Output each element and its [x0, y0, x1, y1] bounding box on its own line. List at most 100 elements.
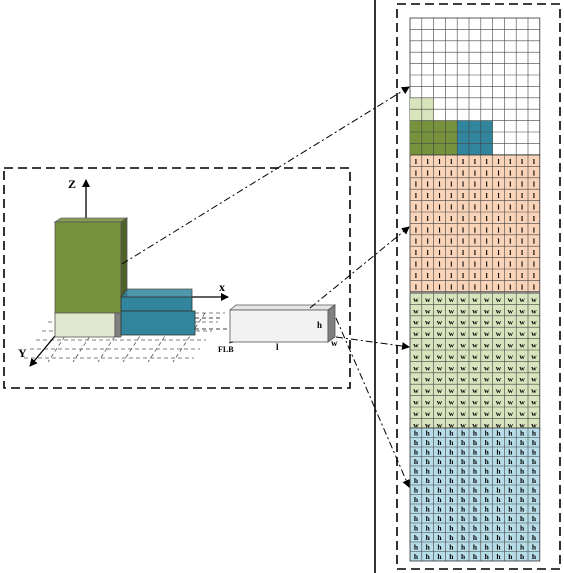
- grid-cell-label: w: [531, 329, 537, 338]
- grid-cell-label: l: [497, 168, 499, 177]
- grid-cell-label: h: [532, 514, 537, 523]
- grid-cell-label: h: [449, 533, 454, 542]
- grid-cell-label: w: [496, 340, 502, 349]
- grid-cell-label: w: [484, 306, 490, 315]
- grid-cell-label: l: [521, 180, 523, 189]
- grid-cell-label: l: [450, 259, 452, 268]
- grid-cell-label: h: [437, 485, 442, 494]
- grid-cell-label: h: [473, 495, 478, 504]
- grid-cell-label: l: [462, 214, 464, 223]
- grid-cell-label: l: [533, 180, 535, 189]
- grid-cell-label: w: [519, 386, 525, 395]
- grid-cell-label: h: [520, 476, 525, 485]
- box-width-label: w: [331, 338, 338, 348]
- grid-cell-label: w: [508, 318, 514, 327]
- green-tall-box: [53, 217, 129, 314]
- grid-cell-label: h: [414, 428, 419, 437]
- grid-cell-label: l: [486, 259, 488, 268]
- grid-cell-label: h: [461, 514, 466, 523]
- grid-cell-label: h: [485, 447, 490, 456]
- grid-cell-label: l: [438, 202, 440, 211]
- grid-cell-label: w: [496, 306, 502, 315]
- grid-cell-label: w: [413, 386, 419, 395]
- grid-cell-label: w: [460, 375, 466, 384]
- grid-cell-label: l: [415, 225, 417, 234]
- grid-cell-label: l: [450, 271, 452, 280]
- grid-cell-label: l: [438, 214, 440, 223]
- grid-cell-label: h: [449, 495, 454, 504]
- grid-cell-label: l: [450, 225, 452, 234]
- grid-cell-label: w: [519, 397, 525, 406]
- grid-cell-label: l: [533, 168, 535, 177]
- grid-cell-label: h: [437, 523, 442, 532]
- grid-cell-label: h: [414, 457, 419, 466]
- grid-cell-label: l: [486, 168, 488, 177]
- grid-cell-label: l: [450, 214, 452, 223]
- grid-cell-label: l: [462, 202, 464, 211]
- grid-cell-label: l: [438, 282, 440, 291]
- grid-cell-label: w: [496, 318, 502, 327]
- grid-cell-label: l: [486, 237, 488, 246]
- grid-cell-label: w: [425, 375, 431, 384]
- grid-cell-label: h: [426, 438, 431, 447]
- grid-cell-label: l: [533, 271, 535, 280]
- grid-cell-label: w: [496, 363, 502, 372]
- grid-cell-label: w: [496, 329, 502, 338]
- grid-cell-label: w: [425, 397, 431, 406]
- grid-cell-label: w: [425, 409, 431, 418]
- grid-cell-label: w: [413, 340, 419, 349]
- grid-cell-label: l: [462, 157, 464, 166]
- grid-cell-label: h: [414, 514, 419, 523]
- grid-cell-label: w: [472, 363, 478, 372]
- grid-cell-label: l: [486, 248, 488, 257]
- grid-cell-label: l: [533, 214, 535, 223]
- grid-cell-label: w: [449, 318, 455, 327]
- grid-cell-label: l: [450, 157, 452, 166]
- grid-cell-label: l: [497, 180, 499, 189]
- grid-cell-label: l: [521, 282, 523, 291]
- grid-cell-label: l: [486, 214, 488, 223]
- grid-cell-label: l: [474, 282, 476, 291]
- grid-cell-label: l: [438, 168, 440, 177]
- grid-cell-label: h: [520, 447, 525, 456]
- grid-cell-label: w: [484, 386, 490, 395]
- grid-cell-label: h: [485, 485, 490, 494]
- grid-cell-label: h: [532, 523, 537, 532]
- grid-cell-label: l: [462, 237, 464, 246]
- grid-cell-label: h: [520, 485, 525, 494]
- grid-cell-label: w: [425, 420, 431, 429]
- grid-cell-label: l: [427, 271, 429, 280]
- grid-cell-label: l: [415, 271, 417, 280]
- grid-cell-label: w: [413, 409, 419, 418]
- grid-cell-label: w: [413, 329, 419, 338]
- grid-cell-label: h: [461, 428, 466, 437]
- grid-cell-label: w: [484, 318, 490, 327]
- grid-cell-label: w: [425, 352, 431, 361]
- grid-cell-label: h: [449, 428, 454, 437]
- grid-cell-label: l: [497, 214, 499, 223]
- grid-cell-label: w: [484, 409, 490, 418]
- grid-cell-label: w: [460, 318, 466, 327]
- grid-cell-label: w: [531, 306, 537, 315]
- grid-cell-label: l: [521, 202, 523, 211]
- grid-cell-label: w: [519, 420, 525, 429]
- grid-cell-label: h: [461, 504, 466, 513]
- grid-cell-label: w: [472, 420, 478, 429]
- grid-cell-label: h: [532, 438, 537, 447]
- grid-cell-label: h: [437, 466, 442, 475]
- grid-cell-label: h: [508, 542, 513, 551]
- grid-cell-label: h: [496, 476, 501, 485]
- grid-cell-label: l: [497, 237, 499, 246]
- box-length-label: l: [276, 342, 279, 352]
- grid-cell-label: h: [473, 447, 478, 456]
- grid-cell-label: l: [521, 191, 523, 200]
- grid-cell-label: h: [449, 552, 454, 561]
- grid-cell-label: h: [414, 476, 419, 485]
- grid-cell-label: l: [450, 202, 452, 211]
- grid-cell-label: h: [496, 533, 501, 542]
- grid-cell-label: h: [508, 476, 513, 485]
- grid-cell-label: w: [449, 375, 455, 384]
- grid-cell-label: h: [508, 533, 513, 542]
- grid-cell-label: l: [521, 157, 523, 166]
- grid-cell-label: h: [414, 495, 419, 504]
